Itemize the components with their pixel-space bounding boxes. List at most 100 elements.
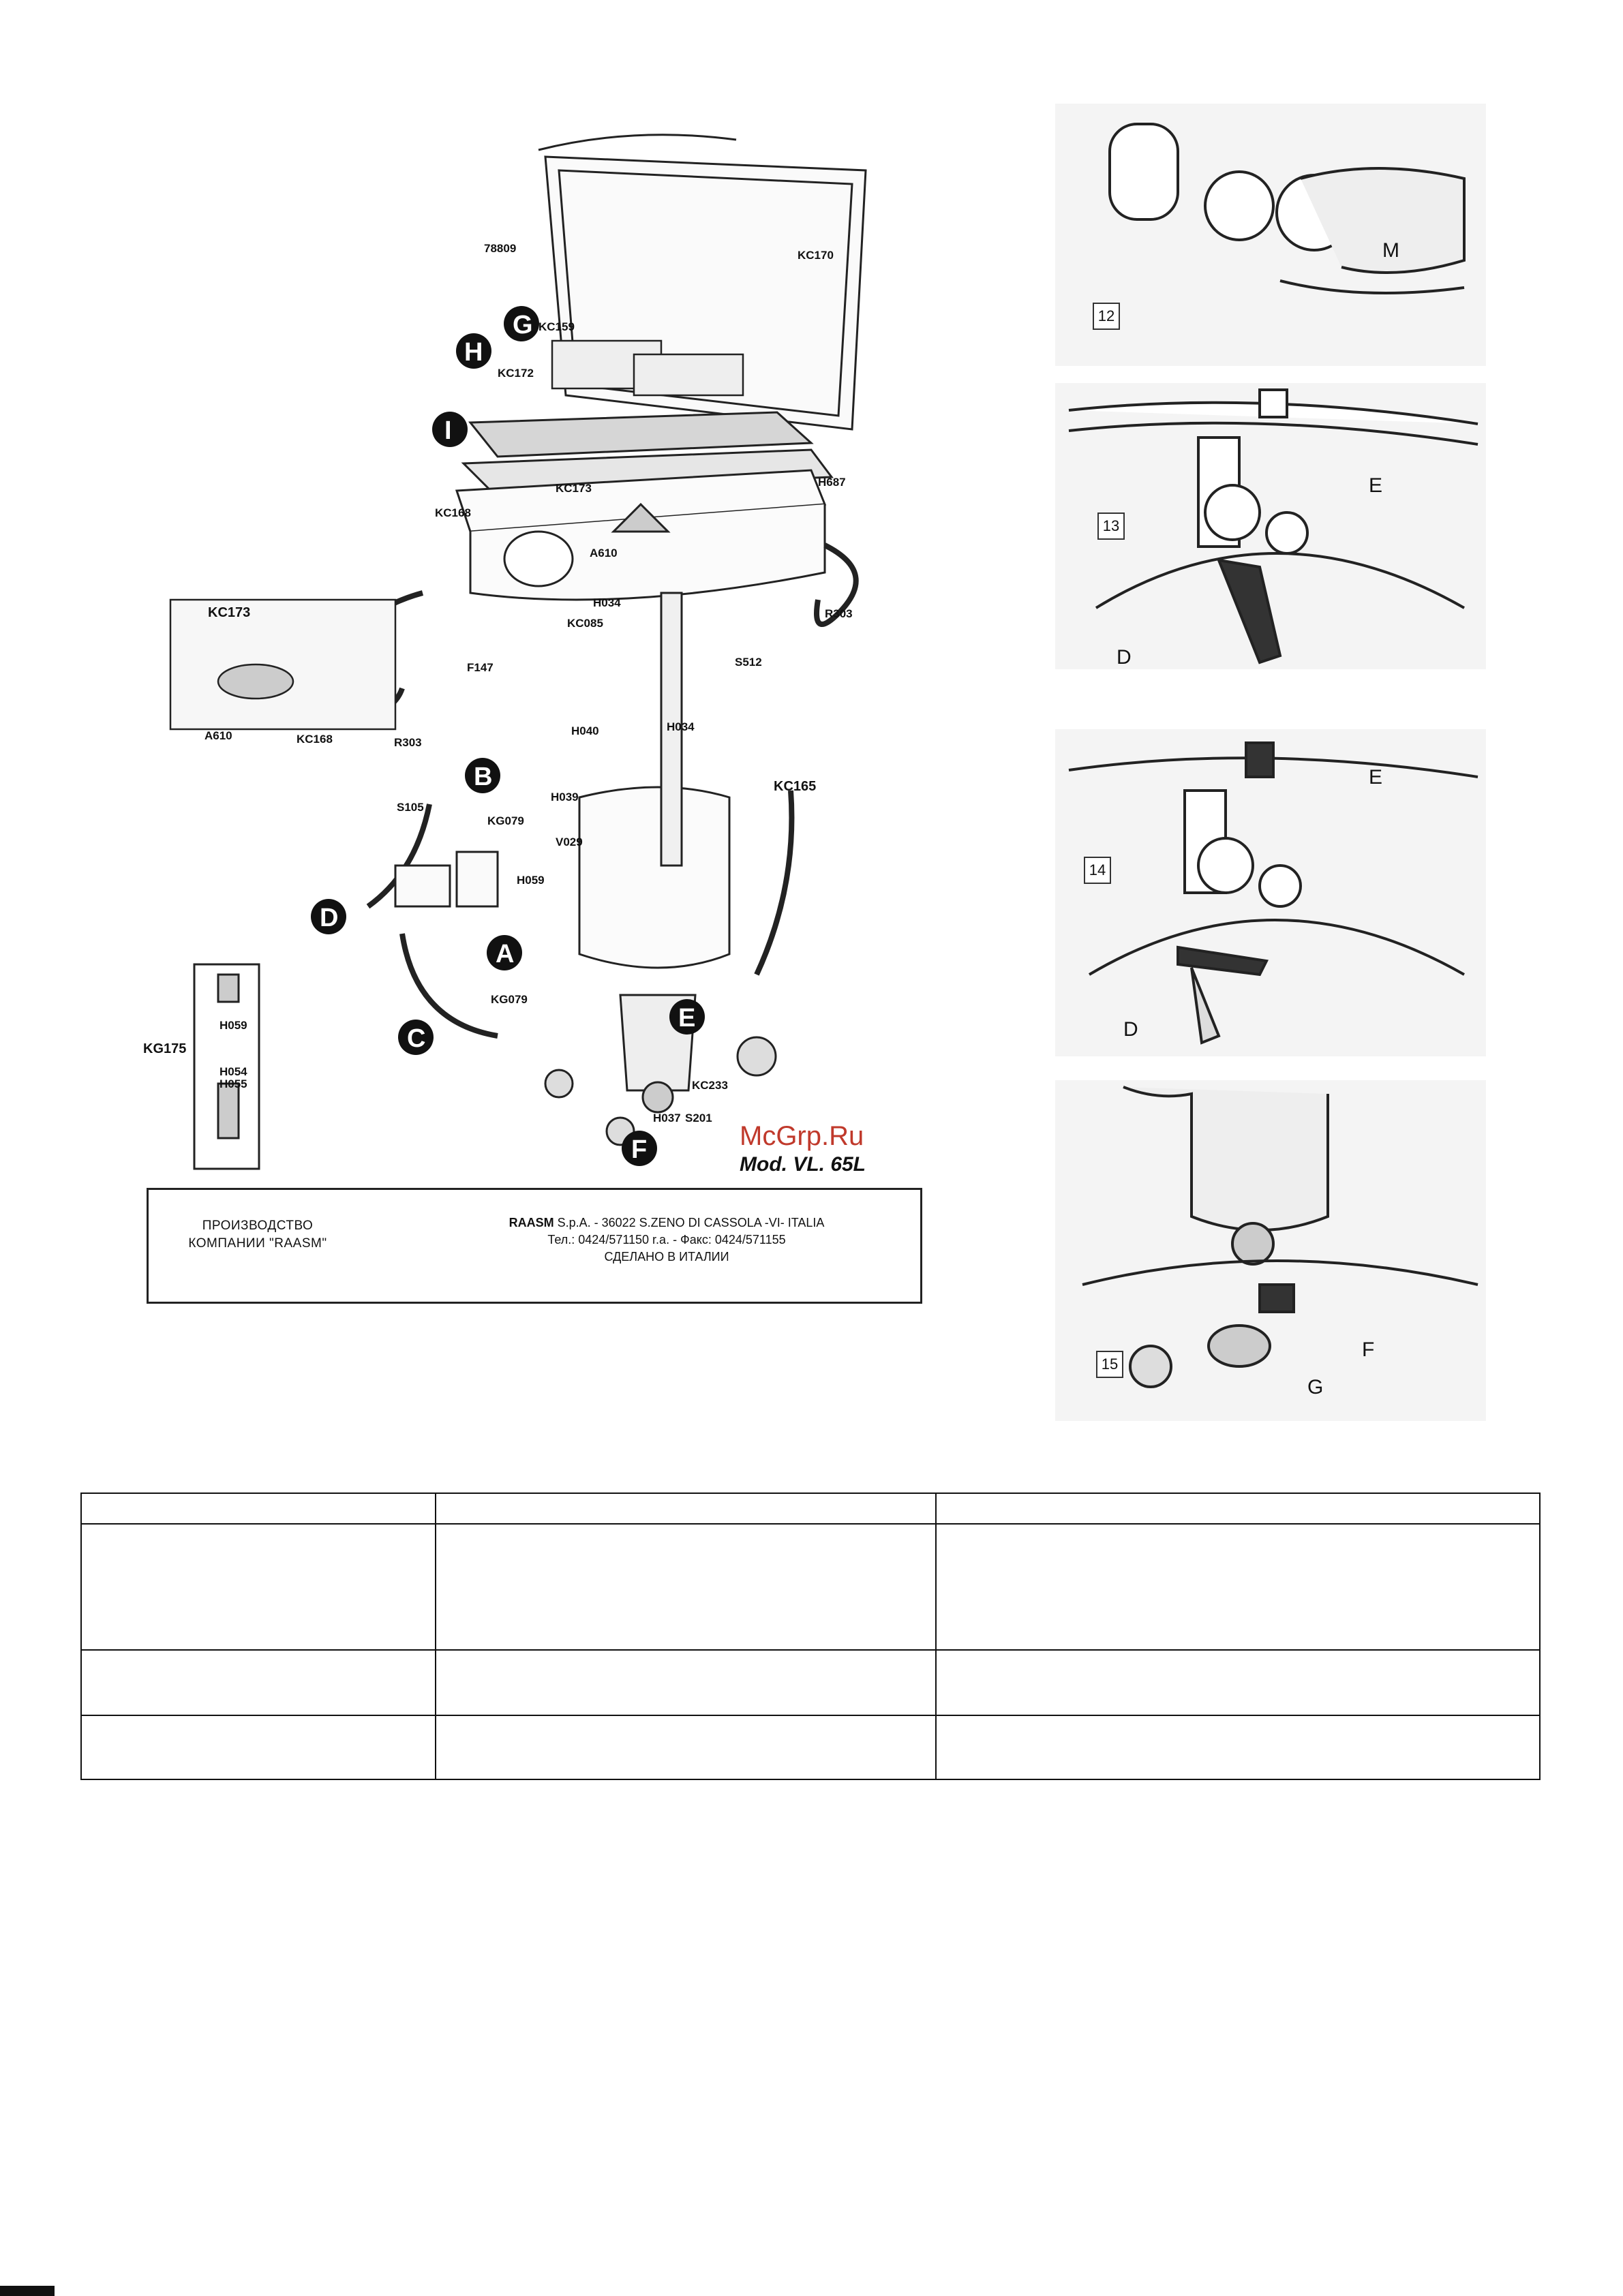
callout-b: B [465, 758, 500, 793]
table-cell [435, 1493, 937, 1525]
label-s105: S105 [397, 801, 424, 814]
svg-text:E: E [678, 1004, 695, 1032]
callout-a: A [487, 935, 522, 970]
svg-text:D: D [320, 904, 338, 932]
table-cell [80, 1523, 436, 1651]
diagram-drawing: 78809 KC170 KC159 KC172 KC173 KC168 H687… [143, 134, 867, 1176]
photo-panel-14: E D 14 [1055, 729, 1486, 1056]
label-h034-mid: H034 [667, 720, 695, 733]
label-a610: A610 [590, 547, 618, 560]
panel-15-label-f: F [1362, 1338, 1374, 1361]
label-h034-top: H034 [593, 596, 621, 609]
callout-g: G [504, 306, 539, 341]
panel-13-number: 13 [1097, 512, 1125, 540]
panel-15-label-g: G [1307, 1376, 1323, 1398]
table-cell [935, 1715, 1541, 1780]
label-r303-left: R303 [394, 736, 422, 749]
label-h040: H040 [571, 724, 599, 737]
phone-line: Тел.: 0424/571150 r.a. - Факс: 0424/5711… [547, 1233, 786, 1246]
table-cell [80, 1493, 436, 1525]
table-row [80, 1523, 1541, 1651]
made-in-line: СДЕЛАНО В ИТАЛИИ [604, 1250, 729, 1264]
label-f147: F147 [467, 661, 494, 674]
panel-15-number: 15 [1096, 1351, 1123, 1378]
label-r303-right: R303 [825, 607, 853, 620]
table-row [80, 1715, 1541, 1780]
label-v029: V029 [556, 836, 583, 848]
label-kg079-bottom: KG079 [491, 993, 528, 1006]
model-label: Mod. VL. 65L [740, 1153, 866, 1176]
company-name: RAASM [509, 1216, 554, 1229]
callout-c: C [398, 1020, 434, 1055]
table-cell [435, 1715, 937, 1780]
label-kc170: KC170 [798, 249, 834, 262]
label-kc233: KC233 [692, 1079, 728, 1092]
photo-panel-13: E D 13 [1055, 383, 1486, 669]
label-h054: H054 [219, 1065, 247, 1078]
label-h059-inset: H059 [219, 1019, 247, 1032]
panel-12-label-m: M [1382, 239, 1399, 262]
label-78809: 78809 [484, 242, 516, 255]
panel-13-label-e: E [1369, 474, 1382, 497]
page-footer-glyph [0, 2286, 55, 2296]
panel-15-drawing: F G [1082, 1086, 1478, 1398]
table-cell [435, 1649, 937, 1716]
photo-panel-12: M 12 [1055, 104, 1486, 366]
table-cell [435, 1523, 937, 1651]
panel-14-label-d: D [1123, 1018, 1138, 1041]
callout-f: F [622, 1131, 657, 1166]
panel-12-drawing: M [1108, 123, 1466, 294]
svg-text:C: C [407, 1024, 425, 1053]
table-cell [935, 1649, 1541, 1716]
label-kc168-inset: KC168 [297, 733, 333, 746]
label-h037: H037 [653, 1112, 681, 1124]
label-s201: S201 [685, 1112, 712, 1124]
machine-body [578, 592, 731, 1114]
svg-text:F: F [631, 1135, 647, 1164]
exploded-diagram: 78809 KC170 KC159 KC172 KC173 KC168 H687… [143, 123, 927, 1308]
callout-d: D [311, 899, 346, 934]
table-row [80, 1493, 1541, 1525]
basket-shape [551, 339, 744, 397]
label-kc159: KC159 [539, 320, 575, 333]
table-cell [935, 1493, 1541, 1525]
callout-h: H [456, 333, 491, 369]
tank-tray [455, 469, 827, 601]
label-kg175: KG175 [143, 1041, 186, 1056]
maker-line-1: ПРОИЗВОДСТВО [202, 1219, 314, 1233]
valve-assembly [193, 851, 499, 1170]
maker-address: RAASM S.p.A. - 36022 S.ZENO DI CASSOLA -… [435, 1214, 898, 1266]
svg-text:I: I [444, 416, 452, 445]
table-cell [80, 1649, 436, 1716]
label-kc168: KC168 [435, 506, 471, 519]
callout-e: E [669, 999, 705, 1035]
label-h059-mid: H059 [517, 874, 545, 887]
label-h055: H055 [219, 1077, 247, 1090]
table-row [80, 1649, 1541, 1716]
spec-table [80, 1493, 1541, 1780]
maker-line-2: КОМПАНИИ "RAASM" [188, 1236, 327, 1251]
photo-panel-15: F G 15 [1055, 1080, 1486, 1421]
company-line: RAASM S.p.A. - 36022 S.ZENO DI CASSOLA -… [435, 1214, 898, 1231]
label-h687: H687 [818, 476, 846, 489]
svg-text:H: H [464, 338, 483, 367]
label-kc173: KC173 [556, 482, 592, 495]
inset-detail [169, 598, 397, 731]
company-address: S.p.A. - 36022 S.ZENO DI CASSOLA -VI- IT… [553, 1216, 825, 1229]
svg-text:A: A [496, 940, 514, 968]
panel-14-drawing: E D [1068, 741, 1478, 1045]
table-cell [80, 1715, 436, 1780]
label-a610-inset: A610 [204, 729, 232, 742]
manufacturer-box: ПРОИЗВОДСТВО КОМПАНИИ "RAASM" RAASM S.p.… [147, 1188, 922, 1304]
label-kc173-inset: KC173 [208, 605, 250, 620]
panel-12-number: 12 [1093, 303, 1120, 330]
watermark: McGrp.Ru [740, 1121, 864, 1151]
panel-14-label-e: E [1369, 766, 1382, 789]
panel-14-number: 14 [1084, 857, 1111, 884]
label-kc085: KC085 [567, 617, 603, 630]
table-cell [935, 1523, 1541, 1651]
label-kc172: KC172 [498, 367, 534, 380]
maker-label: ПРОИЗВОДСТВО КОМПАНИИ "RAASM" [172, 1217, 343, 1253]
callout-i: I [432, 412, 468, 447]
panel-13-label-d: D [1117, 646, 1132, 669]
